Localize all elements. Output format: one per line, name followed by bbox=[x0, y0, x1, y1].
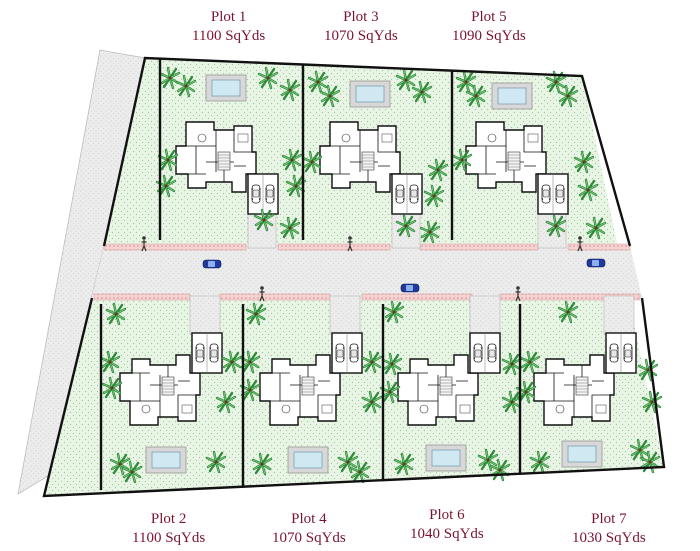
plot-label-1: Plot 1 1100 SqYds bbox=[192, 8, 265, 46]
plot-name: Plot 3 bbox=[343, 9, 379, 25]
plot-name: Plot 2 bbox=[150, 511, 187, 527]
pool-plot-7 bbox=[561, 440, 603, 468]
hedge-upper-3 bbox=[419, 243, 539, 251]
driveway-plot-7 bbox=[603, 295, 635, 335]
plot-label-4: Plot 4 1070 SqYds bbox=[272, 510, 346, 548]
plot-area: 1040 SqYds bbox=[410, 526, 484, 542]
plot-name: Plot 1 bbox=[210, 9, 247, 25]
plot-label-5: Plot 5 1090 SqYds bbox=[452, 8, 526, 46]
hedge-lower-2 bbox=[219, 293, 331, 301]
plot-name: Plot 7 bbox=[591, 511, 627, 527]
plot-name: Plot 5 bbox=[471, 9, 507, 25]
road-car-1 bbox=[202, 259, 222, 269]
pool-plot-6 bbox=[425, 444, 467, 472]
hedge-upper-2 bbox=[277, 243, 391, 251]
plot-area: 1100 SqYds bbox=[192, 28, 266, 44]
driveway-plot-4 bbox=[329, 295, 361, 335]
plot-area: 1070 SqYds bbox=[272, 530, 346, 546]
plot-label-7: Plot 7 1030 SqYds bbox=[572, 510, 646, 548]
plot-area: 1090 SqYds bbox=[452, 28, 526, 44]
plot-label-6: Plot 6 1040 SqYds bbox=[410, 506, 484, 544]
plot-label-2: Plot 2 1100 SqYds bbox=[132, 510, 205, 548]
driveway-plot-6 bbox=[469, 295, 501, 335]
plot-area: 1070 SqYds bbox=[324, 28, 398, 44]
hedge-upper-1 bbox=[103, 243, 247, 251]
plot-name: Plot 4 bbox=[291, 511, 327, 527]
plot-boundaries bbox=[42, 56, 666, 498]
pool-plot-3 bbox=[349, 80, 391, 108]
plot-label-3: Plot 3 1070 SqYds bbox=[324, 8, 398, 46]
road-car-2 bbox=[400, 283, 420, 293]
central-road bbox=[92, 246, 642, 298]
pool-plot-5 bbox=[491, 82, 533, 110]
road-car-3 bbox=[586, 258, 606, 268]
pool-plot-1 bbox=[205, 74, 247, 102]
pool-plot-2 bbox=[145, 446, 187, 474]
hedge-lower-3 bbox=[361, 293, 473, 301]
pool-plot-4 bbox=[287, 446, 329, 474]
plot-name: Plot 6 bbox=[429, 507, 465, 523]
plot-area: 1030 SqYds bbox=[572, 530, 646, 546]
driveway-plot-2 bbox=[189, 295, 221, 335]
plot-area: 1100 SqYds bbox=[132, 530, 206, 546]
hedge-upper-4 bbox=[567, 243, 631, 251]
hedge-lower-1 bbox=[93, 293, 191, 301]
